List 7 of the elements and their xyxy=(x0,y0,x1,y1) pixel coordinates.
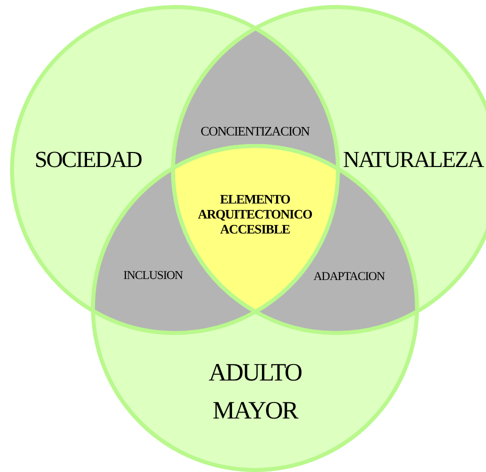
region-label: CONCIENTIZACION xyxy=(200,124,311,140)
region-label: NATURALEZA xyxy=(342,146,485,174)
region-label: SOCIEDAD xyxy=(34,146,142,174)
region-label: ELEMENTO ARQUITECTONICO ACCESIBLE xyxy=(196,192,314,238)
region-label: ADULTO MAYOR xyxy=(208,358,302,426)
region-label: INCLUSION xyxy=(122,269,184,283)
region-label: ADAPTACION xyxy=(312,270,386,284)
